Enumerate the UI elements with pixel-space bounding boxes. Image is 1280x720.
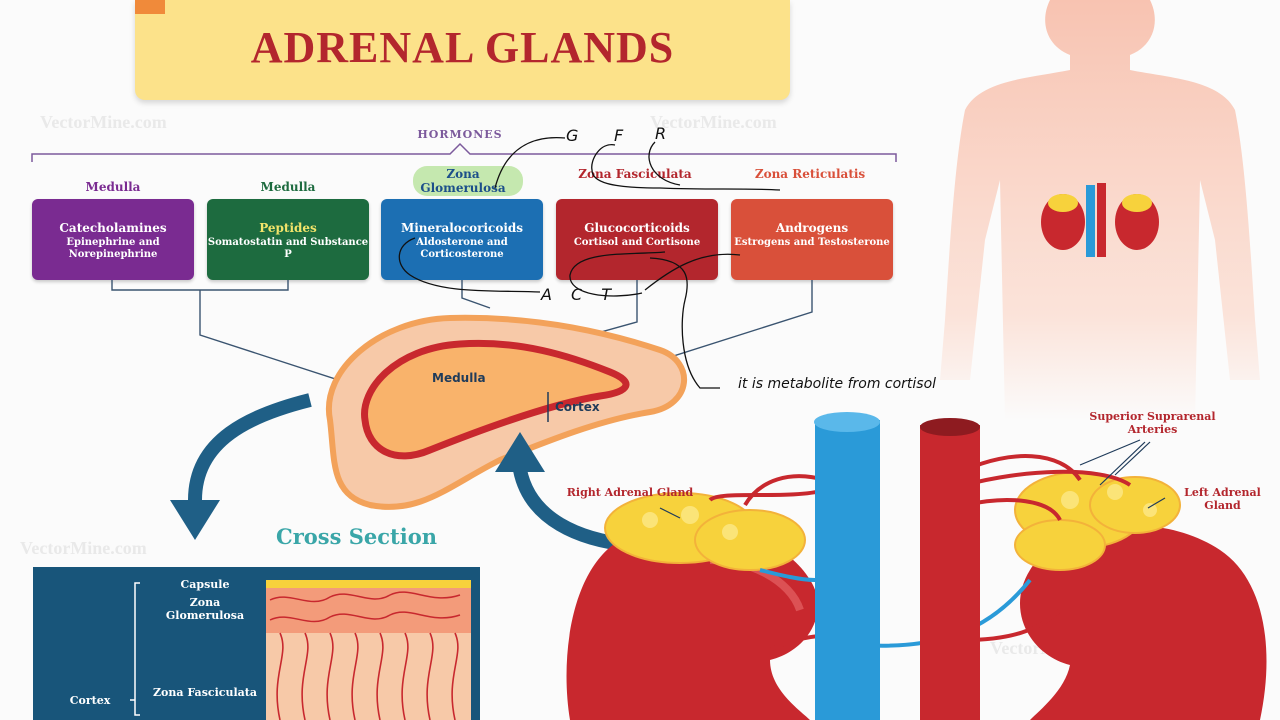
right-adrenal-gland-label: Right Adrenal Gland (566, 486, 694, 499)
handwritten-f: F (614, 126, 624, 145)
handwritten-strokes (398, 136, 781, 389)
label-pointers (659, 439, 1166, 519)
medulla-label: Medulla (432, 371, 486, 385)
adrenal-cross-section (325, 314, 687, 510)
handwritten-note: it is metabolite from cortisol (738, 376, 937, 392)
card-header-medulla: Medulla (260, 180, 316, 194)
handwritten-act: A C T (541, 285, 612, 304)
card-header-zona-reticulatis: Zona Reticulatis (754, 167, 866, 181)
zona-fasciculata-label: Zona Fasciculata (153, 686, 257, 699)
hormone-card-mineralocorticoids: Mineralocoricoids Aldosterone and Cortic… (381, 199, 543, 280)
card-subtitle: Aldosterone and Corticosterone (416, 237, 508, 260)
title-tab (135, 0, 165, 14)
superior-suprarenal-arteries-label: Superior Suprarenal Arteries (1089, 410, 1216, 436)
watermark: VectorMine.com (40, 112, 167, 132)
card-subtitle: Estrogens and Testosterone (734, 237, 890, 248)
mini-kidneys (1041, 183, 1159, 257)
cross-section-title: Cross Section (276, 524, 438, 549)
zona-glomerulosa-label: Zona Glomerulosa (165, 596, 245, 622)
capsule-label: Capsule (180, 578, 230, 591)
cortex-layers-illustration (130, 580, 471, 720)
card-title: Glucocorticoids (584, 221, 690, 235)
watermark: VectorMine.com (20, 538, 147, 558)
hormone-card-androgens: Androgens Estrogens and Testosterone (731, 199, 893, 280)
hormone-card-glucocorticoids: Glucocorticoids Cortisol and Cortisone (556, 199, 718, 280)
hormones-brace (31, 142, 897, 162)
page-title: ADRENAL GLANDS (250, 23, 675, 72)
highlight-glomerulosa (413, 166, 523, 196)
left-adrenal-gland-label: Left Adrenal Gland (1184, 486, 1261, 512)
title-banner (135, 0, 790, 100)
card-header-medulla: Medulla (85, 180, 141, 194)
handwritten-r: R (655, 124, 667, 143)
card-header-zona-fasciculata: Zona Fasciculata (578, 167, 692, 181)
card-subtitle: Somatostatin and Substance P (207, 237, 369, 260)
hormone-card-catecholamines: Catecholamines Epinephrine and Norepinep… (32, 199, 194, 280)
handwritten-g: G (566, 126, 579, 145)
cortex-panel-label: Cortex (69, 694, 111, 707)
card-subtitle: Epinephrine and Norepinephrine (66, 237, 160, 260)
card-title: Catecholamines (59, 221, 167, 235)
card-title: Mineralocoricoids (400, 221, 524, 235)
cortex-label: Cortex (555, 400, 600, 414)
hormone-card-peptides: Peptides Somatostatin and Substance P (207, 199, 369, 280)
card-subtitle: Cortisol and Cortisone (573, 237, 701, 248)
card-title: Peptides (259, 221, 317, 235)
card-header-zona-glomerulosa: Zona Glomerulosa (420, 167, 506, 195)
kidneys-illustration (566, 412, 1267, 720)
watermark: VectorMine.com (650, 112, 777, 132)
human-body-silhouette (940, 0, 1260, 420)
card-title: Androgens (775, 221, 849, 235)
hormones-label: HORMONES (417, 128, 503, 141)
